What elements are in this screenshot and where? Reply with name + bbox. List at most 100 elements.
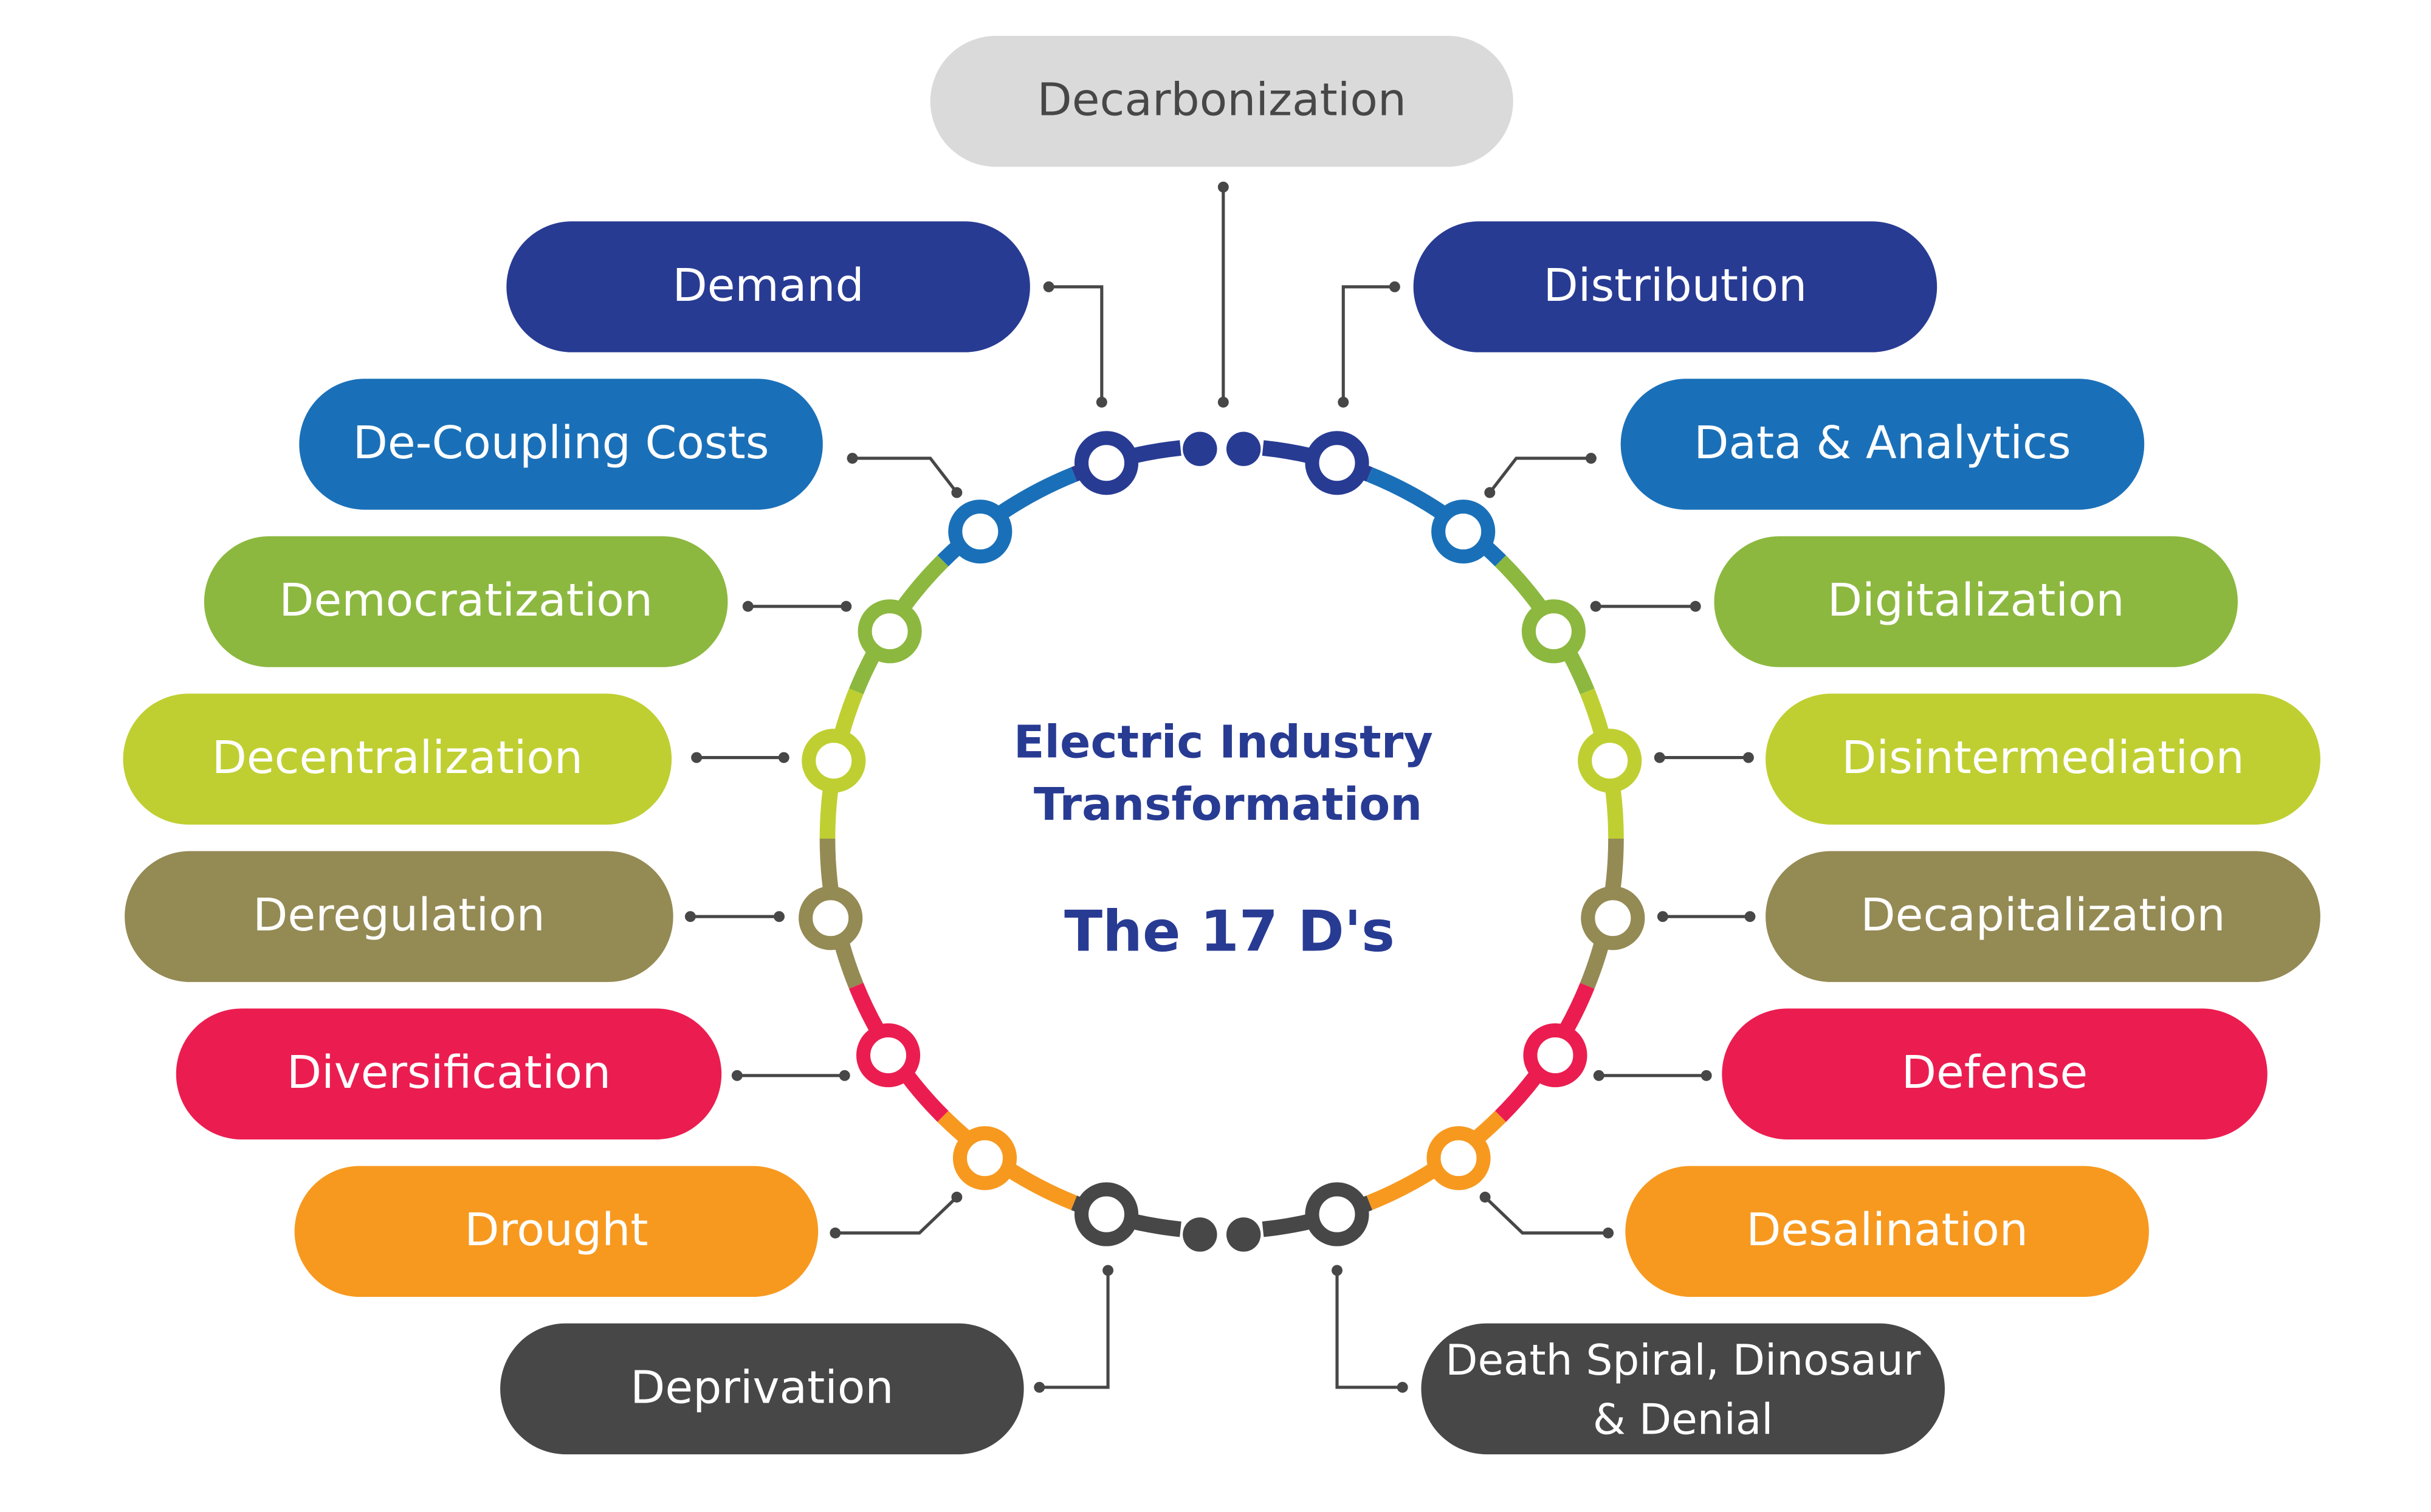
ring-node-decentralization [802,729,866,793]
pill-background [299,379,823,510]
pill-defense: Defense [1722,1008,2268,1139]
ring-node-deregulation [799,886,863,950]
connector-dot [1332,1265,1343,1276]
pill-background [930,35,1513,167]
connector-dot [1034,1381,1045,1393]
connector-dot [951,487,963,498]
pill-decapitalization: Decapitalization [1766,851,2320,982]
connector-dot [1603,1227,1614,1239]
connector-dot [1389,281,1400,292]
connector-dot [742,600,754,612]
pill-background [1722,1008,2268,1139]
ring-node-desalination [1426,1126,1491,1191]
connector-decarbonization [1217,181,1229,408]
pill-background [1714,536,2238,667]
pill-background [1625,1166,2149,1297]
connector-dot [1102,1265,1114,1276]
pill-democratization: Democratization [204,536,728,667]
connector-decapitalization [1657,911,1756,923]
ring [799,431,1645,1252]
pill-drought: Drought [294,1166,819,1297]
connector-dot [691,752,703,763]
connector-dot [1690,600,1701,612]
ring-node-drought [952,1126,1017,1191]
connector-distribution [1338,281,1400,408]
connector-dot [1397,1381,1408,1393]
pill-label: Decentralization [212,731,583,784]
pill-background [500,1323,1024,1455]
pill-label: Data & Analytics [1694,416,2071,469]
ring-node-demand [1074,431,1139,495]
connector-deregulation [684,911,785,923]
connector-decentralization [691,752,789,763]
ring-node-de-coupling-costs [948,500,1013,564]
connector-dot [1338,396,1349,408]
connector-diversification [731,1070,850,1081]
center-title: Electric Industry Transformation The 17 … [1014,716,1433,964]
title-line-1: Electric Industry [1014,716,1433,769]
pill-de-coupling-costs: De-Coupling Costs [299,379,823,510]
connector-dot [1700,1070,1712,1081]
connector-deprivation [1034,1265,1114,1393]
pill-distribution: Distribution [1413,221,1938,352]
pill-background [1766,693,2320,825]
pill-deregulation: Deregulation [125,851,673,982]
connector-defense [1593,1070,1712,1081]
connector-dot [1657,911,1668,923]
connector-death-spiral-dinosaur [1332,1265,1408,1393]
connector-dot [1484,487,1496,498]
pill-decentralization: Decentralization [123,693,672,825]
ring-node-disintermediation [1578,729,1642,793]
ring-node-deprivation [1074,1182,1139,1246]
connector-dot [841,600,852,612]
pill-deprivation: Deprivation [500,1323,1024,1455]
pill-label: Decarbonization [1037,74,1406,126]
connector-dot [1217,181,1229,193]
pill-background [123,693,672,825]
connector-desalination [1479,1191,1614,1239]
connector-dot [839,1070,850,1081]
connector-democratization [742,600,852,612]
pill-label: Drought [464,1203,648,1256]
connector-dot [774,911,785,923]
connector-dot [951,1191,963,1203]
pill-background [125,851,673,982]
connectors [684,181,1756,1393]
ring-end-cap [1226,1217,1261,1252]
pill-label: Decapitalization [1860,888,2225,941]
pill-label: Distribution [1544,259,1807,312]
pill-demand: Demand [506,221,1030,352]
pill-label: Defense [1902,1046,2088,1099]
connector-drought [830,1191,963,1239]
ring-node-decapitalization [1581,886,1645,950]
connector-dot [1217,396,1229,408]
connector-dot [1479,1191,1491,1203]
connector-dot [1744,911,1756,923]
pill-background [1620,379,2145,510]
pill-label: Digitalization [1828,574,2125,627]
ring-node-democratization [858,599,922,664]
pill-label: Democratization [279,574,653,627]
connector-de-coupling-costs [847,453,963,498]
connector-dot [847,453,858,464]
subtitle: The 17 D's [1064,899,1395,964]
pill-background [1413,221,1938,352]
pill-label: Demand [672,259,864,312]
ring-end-cap [1183,431,1217,466]
pill-data-and-analytics: Data & Analytics [1620,379,2145,510]
pill-background [1421,1323,1945,1455]
connector-dot [1096,396,1107,408]
connector-dot [684,911,696,923]
pill-diversification: Diversification [176,1008,722,1139]
pill-background [176,1008,722,1139]
connector-dot [1742,752,1754,763]
pill-decarbonization: Decarbonization [930,35,1513,167]
ring-node-distribution [1305,431,1369,495]
pill-label: Death Spiral, Dinosaur [1445,1336,1921,1385]
connector-digitalization [1590,600,1701,612]
connector-dot [1590,600,1601,612]
connector-dot [1043,281,1054,292]
connector-dot [830,1227,841,1239]
pill-label: De-Coupling Costs [353,416,769,469]
